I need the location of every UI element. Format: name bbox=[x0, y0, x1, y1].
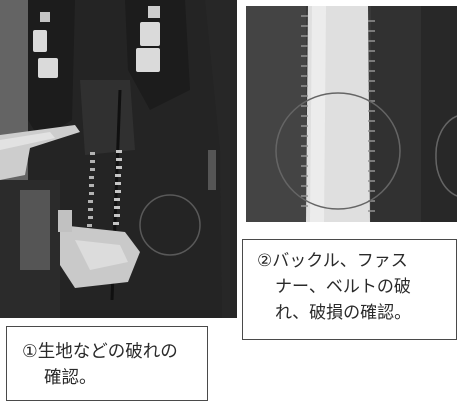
vest-fabric-photo bbox=[0, 0, 237, 318]
caption-buckle-line-3: れ、破損の確認。 bbox=[275, 303, 412, 323]
caption-buckle-check: ②バックル、ファス ナー、ベルトの破 れ、破損の確認。 bbox=[242, 239, 457, 340]
caption-buckle-line-1: ②バックル、ファス bbox=[257, 251, 408, 271]
caption-fabric-check: ①生地などの破れの 確認。 bbox=[6, 326, 208, 401]
caption-buckle-line-2: ナー、ベルトの破 bbox=[275, 277, 411, 297]
caption-fabric-line-1: ①生地などの破れの bbox=[22, 342, 178, 362]
caption-fabric-line-2: 確認。 bbox=[44, 368, 97, 388]
buckle-belt-photo bbox=[246, 6, 457, 222]
